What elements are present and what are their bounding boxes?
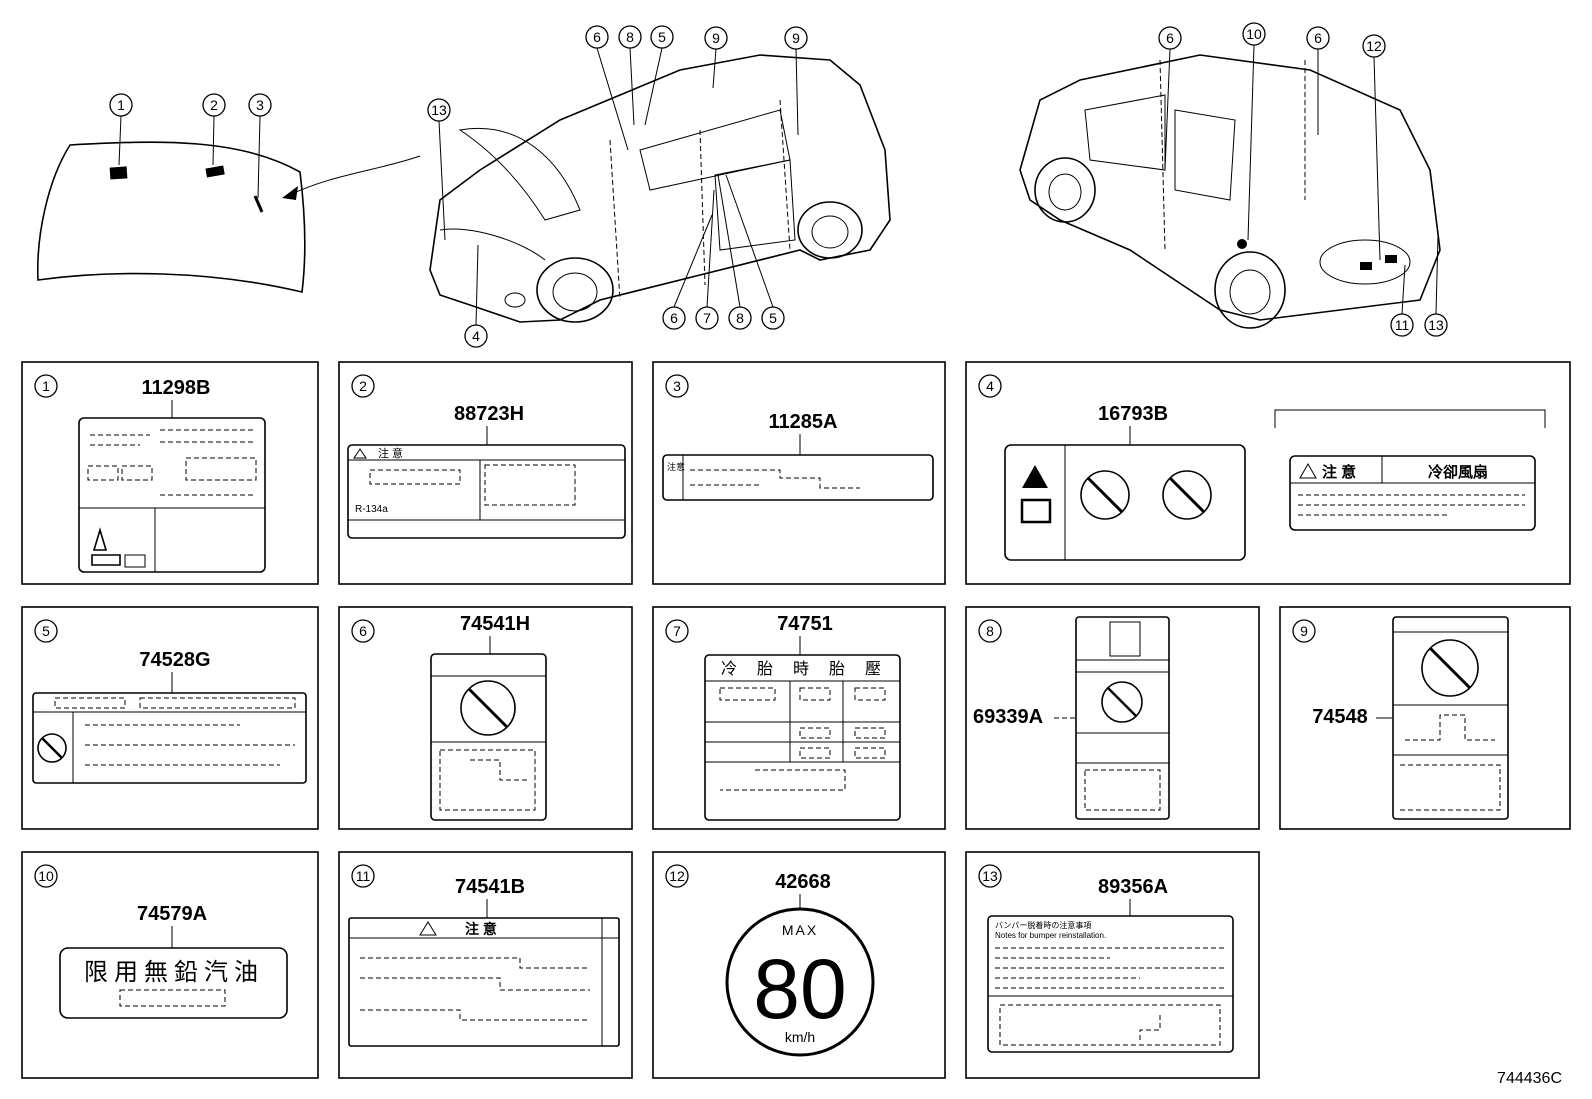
svg-text:R-134a: R-134a bbox=[355, 504, 388, 515]
svg-text:5: 5 bbox=[42, 623, 50, 639]
part-number-6: 74541H bbox=[460, 613, 530, 635]
panel-7 bbox=[652, 606, 946, 830]
svg-text:MAX: MAX bbox=[782, 922, 818, 938]
svg-text:壓: 壓 bbox=[865, 660, 881, 678]
svg-text:注意: 注意 bbox=[667, 461, 685, 472]
panel-1 bbox=[21, 361, 319, 585]
svg-text:10: 10 bbox=[38, 868, 54, 884]
panel-3 bbox=[652, 361, 946, 585]
svg-text:6: 6 bbox=[1166, 30, 1174, 46]
svg-text:9: 9 bbox=[792, 30, 800, 46]
panel-10 bbox=[21, 851, 319, 1079]
svg-text:km/h: km/h bbox=[785, 1029, 815, 1045]
svg-text:4: 4 bbox=[986, 378, 994, 394]
svg-text:5: 5 bbox=[658, 29, 666, 45]
svg-text:13: 13 bbox=[431, 102, 447, 118]
part-number-4: 16793B bbox=[1098, 403, 1168, 425]
top-leaders bbox=[438, 44, 1439, 326]
svg-text:2: 2 bbox=[210, 97, 218, 113]
svg-text:13: 13 bbox=[982, 868, 998, 884]
part-number-8: 69339A bbox=[973, 706, 1043, 728]
svg-text:Notes for bumper reinstallatio: Notes for bumper reinstallation. bbox=[995, 931, 1106, 940]
svg-text:13: 13 bbox=[1428, 317, 1444, 333]
part-number-13: 89356A bbox=[1098, 876, 1168, 898]
svg-text:5: 5 bbox=[769, 310, 777, 326]
panel-callouts: 1 2 3 4 5 6 7 8 9 10 11 12 13 bbox=[34, 374, 1316, 888]
svg-text:9: 9 bbox=[1300, 623, 1308, 639]
part-number-9: 74548 bbox=[1312, 706, 1368, 728]
panel-11 bbox=[338, 851, 633, 1079]
svg-text:バンパー脱着時の注意事項: バンパー脱着時の注意事項 bbox=[995, 920, 1091, 930]
panel-9 bbox=[1279, 606, 1571, 830]
part-number-10: 74579A bbox=[137, 903, 207, 925]
svg-text:8: 8 bbox=[626, 29, 634, 45]
svg-text:6: 6 bbox=[1314, 30, 1322, 46]
hood-illustration bbox=[36, 115, 421, 293]
svg-text:1: 1 bbox=[42, 378, 50, 394]
part-number-5: 74528G bbox=[139, 649, 210, 671]
svg-text:冷: 冷 bbox=[721, 660, 737, 678]
svg-text:9: 9 bbox=[712, 30, 720, 46]
svg-text:4: 4 bbox=[472, 328, 480, 344]
part-number-7: 74751 bbox=[777, 613, 833, 635]
speed-value: 80 bbox=[753, 942, 846, 1036]
svg-text:11: 11 bbox=[356, 868, 371, 884]
svg-text:6: 6 bbox=[359, 623, 367, 639]
svg-text:11: 11 bbox=[1395, 317, 1410, 333]
part-number-3: 11285A bbox=[769, 411, 838, 433]
panel-13 bbox=[965, 851, 1260, 1079]
svg-text:6: 6 bbox=[593, 29, 601, 45]
svg-text:注 意: 注 意 bbox=[465, 921, 497, 937]
front-car-illustration bbox=[429, 54, 891, 323]
svg-text:8: 8 bbox=[736, 310, 744, 326]
svg-text:7: 7 bbox=[703, 310, 711, 326]
top-callouts: 1 2 3 13 4 6 8 5 9 9 6 7 8 5 6 10 6 12 1… bbox=[109, 22, 1448, 348]
svg-text:限用無鉛汽油: 限用無鉛汽油 bbox=[84, 959, 264, 986]
svg-text:時: 時 bbox=[793, 660, 809, 678]
diagram-code: 744436C bbox=[1497, 1070, 1562, 1087]
svg-text:8: 8 bbox=[986, 623, 994, 639]
part-number-12: 42668 bbox=[775, 871, 831, 893]
svg-text:2: 2 bbox=[359, 378, 367, 394]
panel-6 bbox=[338, 606, 633, 830]
rear-car-illustration bbox=[1019, 54, 1441, 329]
svg-text:12: 12 bbox=[1366, 38, 1382, 54]
svg-text:胎: 胎 bbox=[757, 660, 773, 678]
svg-text:10: 10 bbox=[1246, 26, 1262, 42]
svg-text:胎: 胎 bbox=[829, 660, 845, 678]
part-number-11: 74541B bbox=[455, 876, 525, 898]
svg-text:冷卻風扇: 冷卻風扇 bbox=[1428, 463, 1488, 481]
svg-text:6: 6 bbox=[670, 310, 678, 326]
part-number-1: 11298B bbox=[142, 377, 211, 399]
svg-text:注 意: 注 意 bbox=[378, 446, 403, 460]
svg-text:3: 3 bbox=[673, 378, 681, 394]
svg-text:3: 3 bbox=[256, 97, 264, 113]
svg-text:7: 7 bbox=[673, 623, 681, 639]
svg-text:1: 1 bbox=[117, 97, 125, 113]
part-number-2: 88723H bbox=[454, 403, 524, 425]
panel-8 bbox=[965, 606, 1260, 830]
panel-5 bbox=[21, 606, 319, 830]
svg-text:注 意: 注 意 bbox=[1322, 463, 1356, 481]
svg-text:12: 12 bbox=[669, 868, 685, 884]
panel-4 bbox=[965, 361, 1571, 585]
